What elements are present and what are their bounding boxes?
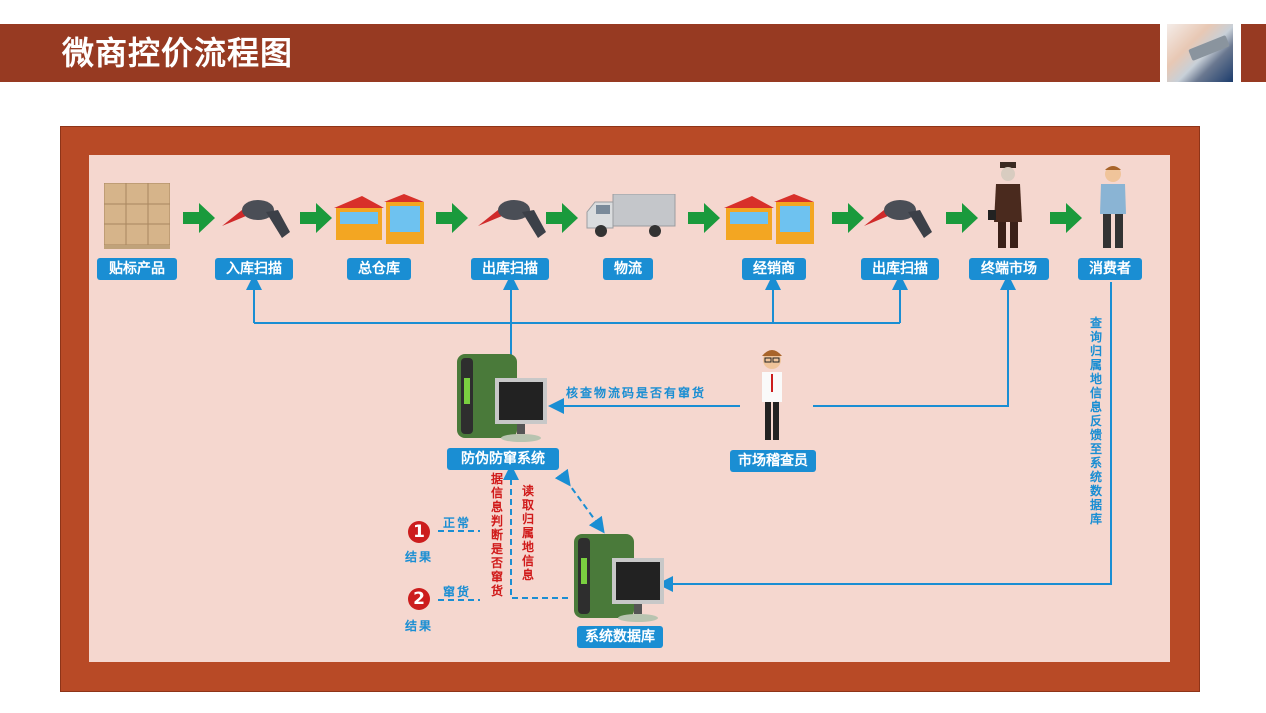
step-label-main-warehouse: 总仓库	[347, 258, 411, 280]
read-origin-info-annotation: 读取归属地信息	[521, 484, 534, 582]
step-label-logistics: 物流	[603, 258, 653, 280]
step-label-labeled-product: 贴标产品	[97, 258, 177, 280]
check-logistics-code-annotation: 核查物流码是否有窜货	[566, 386, 707, 400]
result-1-outcome: 正常	[443, 516, 472, 530]
step-label-consumer: 消费者	[1078, 258, 1142, 280]
flow-arrow-icon	[546, 203, 578, 233]
step-label-outbound-scan-2: 出库扫描	[861, 258, 939, 280]
flow-arrow-icon	[183, 203, 215, 233]
computer-server-icon	[574, 534, 664, 622]
barcode-scanner-icon	[864, 200, 932, 238]
distributor-building-icon	[724, 194, 814, 244]
delivery-truck-icon	[586, 194, 676, 237]
hand-holding-phone-photo	[1167, 24, 1233, 82]
step-label-outbound-scan: 出库扫描	[471, 258, 549, 280]
consumer-feedback-annotation: 查询归属地信息反馈至系统数据库	[1089, 316, 1102, 526]
title-bar-end	[1241, 24, 1266, 82]
warehouse-building-icon	[334, 194, 424, 244]
flow-arrow-icon	[436, 203, 468, 233]
consumer-person-icon	[1100, 166, 1126, 248]
businessman-icon	[988, 162, 1022, 248]
node-label-market-inspector: 市场稽查员	[730, 450, 816, 472]
result-2-label: 结果	[405, 619, 434, 633]
step-label-inbound-scan: 入库扫描	[215, 258, 293, 280]
node-label-system-database: 系统数据库	[577, 626, 663, 648]
barcode-scanner-icon	[478, 200, 546, 238]
flow-arrow-icon	[832, 203, 864, 233]
cardboard-boxes-icon	[104, 183, 170, 249]
page-title: 微商控价流程图	[62, 34, 294, 72]
result-1-label: 结果	[405, 550, 434, 564]
step-label-distributor: 经销商	[742, 258, 806, 280]
computer-server-icon	[457, 354, 547, 442]
flow-arrow-icon	[946, 203, 978, 233]
flow-arrow-icon	[300, 203, 332, 233]
result-1-number-badge: 1	[408, 521, 430, 543]
barcode-scanner-icon	[222, 200, 290, 238]
node-label-anti-fake-system: 防伪防窜系统	[447, 448, 559, 470]
flow-arrow-icon	[1050, 203, 1082, 233]
flow-arrow-icon	[688, 203, 720, 233]
step-label-terminal-market: 终端市场	[969, 258, 1049, 280]
inspector-person-icon	[762, 350, 782, 440]
result-2-outcome: 窜货	[443, 585, 472, 599]
title-bar	[0, 24, 1160, 82]
result-2-number-badge: 2	[408, 588, 430, 610]
judge-counterfeit-annotation: 据信息判断是否窜货	[490, 472, 503, 598]
